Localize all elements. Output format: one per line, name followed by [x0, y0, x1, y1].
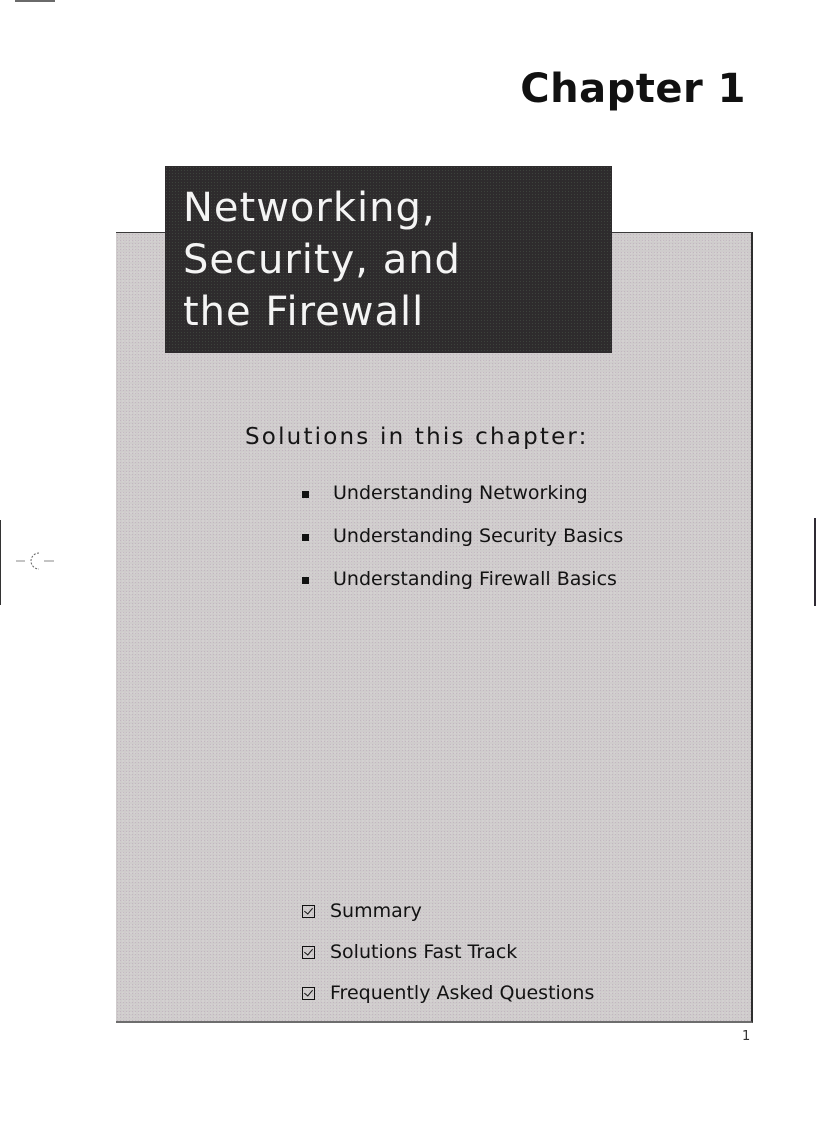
checked-box-icon: [302, 987, 315, 1000]
page-number: 1: [742, 1029, 751, 1044]
chapter-title-line-2: Security, and: [183, 237, 461, 283]
topic-label: Understanding Networking: [333, 482, 588, 504]
left-edge-bar: [0, 520, 1, 605]
registration-mark-icon: [16, 552, 54, 570]
topic-label: Understanding Security Basics: [333, 525, 624, 547]
feature-item: Solutions Fast Track: [302, 939, 594, 980]
feature-item: Summary: [302, 898, 594, 939]
chapter-title-line-1: Networking,: [183, 185, 436, 231]
square-bullet-icon: [302, 577, 309, 584]
square-bullet-icon: [302, 534, 309, 541]
top-crop-rule: [15, 0, 55, 2]
feature-label: Solutions Fast Track: [330, 941, 518, 963]
square-bullet-icon: [302, 491, 309, 498]
chapter-title-box: Networking, Security, and the Firewall: [165, 166, 612, 353]
topic-item: Understanding Security Basics: [302, 523, 623, 566]
chapter-label: Chapter 1: [520, 66, 746, 112]
topic-list: Understanding Networking Understanding S…: [302, 480, 623, 609]
feature-label: Frequently Asked Questions: [330, 982, 595, 1004]
feature-item: Frequently Asked Questions: [302, 980, 594, 1021]
checked-box-icon: [302, 905, 315, 918]
chapter-panel: [116, 232, 753, 1023]
chapter-title-line-3: the Firewall: [183, 289, 425, 335]
topic-item: Understanding Firewall Basics: [302, 566, 623, 609]
feature-list: Summary Solutions Fast Track Frequently …: [302, 898, 594, 1021]
topic-label: Understanding Firewall Basics: [333, 568, 617, 590]
right-edge-bar: [814, 518, 816, 606]
topic-item: Understanding Networking: [302, 480, 623, 523]
feature-label: Summary: [330, 900, 422, 922]
solutions-heading: Solutions in this chapter:: [245, 424, 589, 450]
checked-box-icon: [302, 946, 315, 959]
